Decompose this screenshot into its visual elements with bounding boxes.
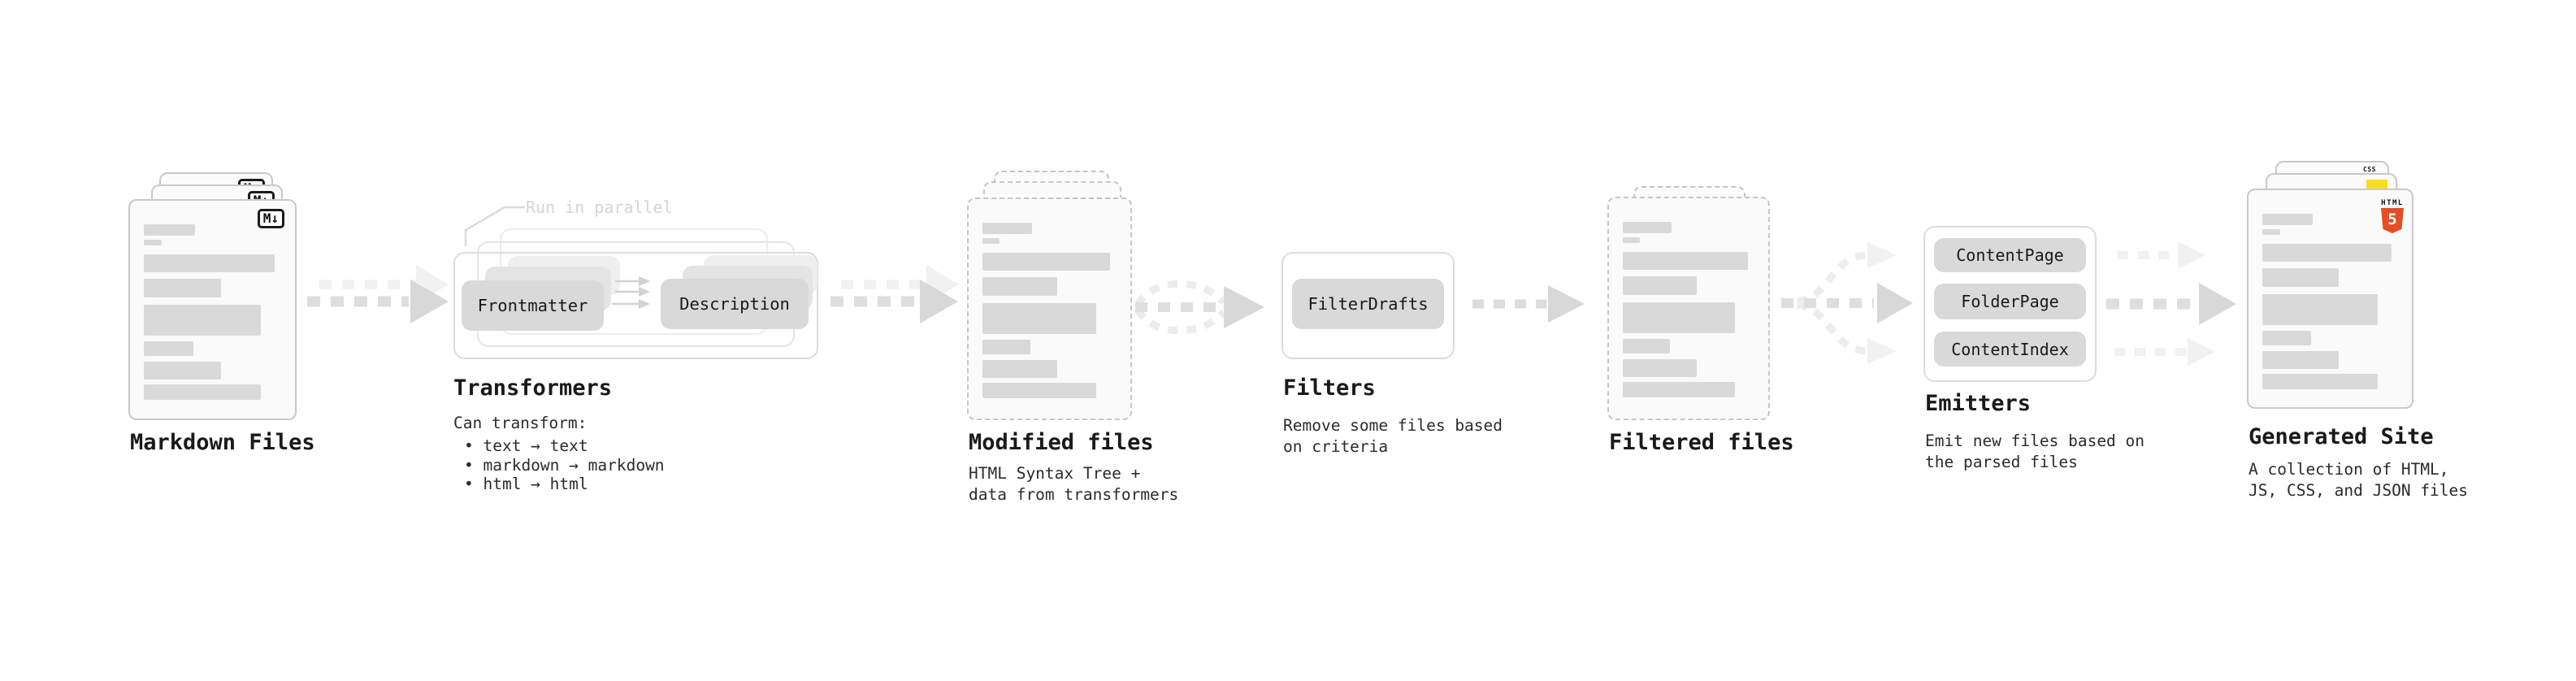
- generated-site-description: A collection of HTML, JS, CSS, and JSON …: [2249, 460, 2469, 500]
- transform-bullet: text → text: [453, 436, 665, 456]
- doc-bar: [1623, 222, 1672, 233]
- markdown-doc-card-front: M↓: [128, 199, 297, 420]
- generated-doc-card-front: HTML 5: [2247, 189, 2413, 409]
- arrow-transformers-to-modified: [830, 265, 959, 323]
- doc-bar: [982, 360, 1058, 378]
- doc-bar: [982, 383, 1097, 398]
- can-transform-title: Can transform:: [453, 414, 588, 432]
- arrow-markdown-to-transformers: [307, 265, 449, 323]
- arrows-emitters-to-generated: [2106, 241, 2236, 366]
- doc-bar: [144, 362, 221, 380]
- doc-bar: [1623, 276, 1697, 295]
- folderpage-pill: FolderPage: [1934, 284, 2086, 319]
- arrow-filters-to-filtered: [1472, 285, 1585, 323]
- doc-bar: [2262, 331, 2312, 345]
- arrow-filtered-to-emitters-split: [1781, 242, 1913, 364]
- markdown-icon: M↓: [257, 209, 284, 228]
- transform-bullet: markdown → markdown: [453, 456, 664, 475]
- doc-bar: [1623, 339, 1671, 354]
- transformers-description: Can transform: text → text markdown → ma…: [453, 414, 665, 494]
- doc-bar: [1623, 252, 1748, 270]
- doc-bar: [2262, 294, 2378, 325]
- doc-bar: [982, 253, 1110, 271]
- doc-content-placeholder: [144, 224, 281, 400]
- filterdrafts-pill: FilterDrafts: [1292, 279, 1444, 329]
- stage-label-generated-site: Generated Site: [2249, 424, 2434, 449]
- filtered-doc-card-front: [1607, 197, 1770, 420]
- contentpage-pill: ContentPage: [1934, 238, 2086, 272]
- emitters-description: Emit new files based on the parsed files: [1925, 432, 2145, 471]
- modified-doc-card-front: [967, 197, 1132, 420]
- transform-bullet: html → html: [453, 475, 665, 494]
- run-in-parallel-note: Run in parallel: [526, 197, 673, 217]
- doc-bar: [1623, 359, 1697, 377]
- contentindex-pill: ContentIndex: [1934, 332, 2086, 367]
- doc-bar: [1623, 237, 1641, 243]
- stage-label-transformers: Transformers: [453, 375, 613, 401]
- doc-bar: [144, 305, 261, 336]
- html5-icon: HTML 5: [2381, 199, 2404, 233]
- doc-bar: [2262, 374, 2378, 389]
- arrow-modified-to-filters-merge: [1134, 280, 1264, 335]
- doc-content-placeholder: [1623, 222, 1754, 397]
- doc-bar: [2262, 244, 2392, 262]
- doc-content-placeholder: [2262, 214, 2398, 389]
- doc-bar: [982, 277, 1058, 296]
- frontmatter-pill: Frontmatter: [462, 280, 604, 331]
- doc-bar: [2262, 268, 2339, 287]
- emitters-panel: [1923, 226, 2097, 382]
- html5-shield: 5: [2381, 208, 2404, 233]
- html5-word: HTML: [2381, 199, 2404, 207]
- doc-bar: [982, 303, 1097, 334]
- doc-bar: [144, 240, 162, 245]
- doc-content-placeholder: [982, 223, 1117, 398]
- doc-bar: [2262, 229, 2280, 235]
- stage-label-filtered-files: Filtered files: [1609, 430, 1794, 455]
- doc-bar: [982, 223, 1033, 234]
- description-pill: Description: [661, 279, 809, 329]
- doc-bar: [144, 384, 261, 400]
- stage-label-markdown-files: Markdown Files: [130, 430, 315, 455]
- doc-bar: [144, 224, 195, 236]
- doc-bar: [144, 254, 275, 272]
- doc-bar: [982, 238, 1000, 244]
- stage-label-filters: Filters: [1283, 375, 1376, 401]
- doc-bar: [2262, 214, 2313, 225]
- modified-files-description: HTML Syntax Tree + data from transformer…: [969, 464, 1179, 504]
- doc-bar: [144, 279, 221, 297]
- stage-label-emitters: Emitters: [1925, 391, 2032, 416]
- filters-description: Remove some files based on criteria: [1283, 416, 1503, 456]
- css-badge-label: CSS: [2363, 166, 2376, 173]
- filters-panel: [1281, 252, 1455, 359]
- doc-bar: [1623, 302, 1735, 333]
- doc-bar: [1623, 382, 1735, 397]
- stage-label-modified-files: Modified files: [969, 430, 1154, 455]
- doc-bar: [2262, 351, 2339, 369]
- doc-bar: [982, 340, 1031, 354]
- doc-bar: [144, 341, 193, 356]
- transformers-panel-front: [453, 252, 818, 359]
